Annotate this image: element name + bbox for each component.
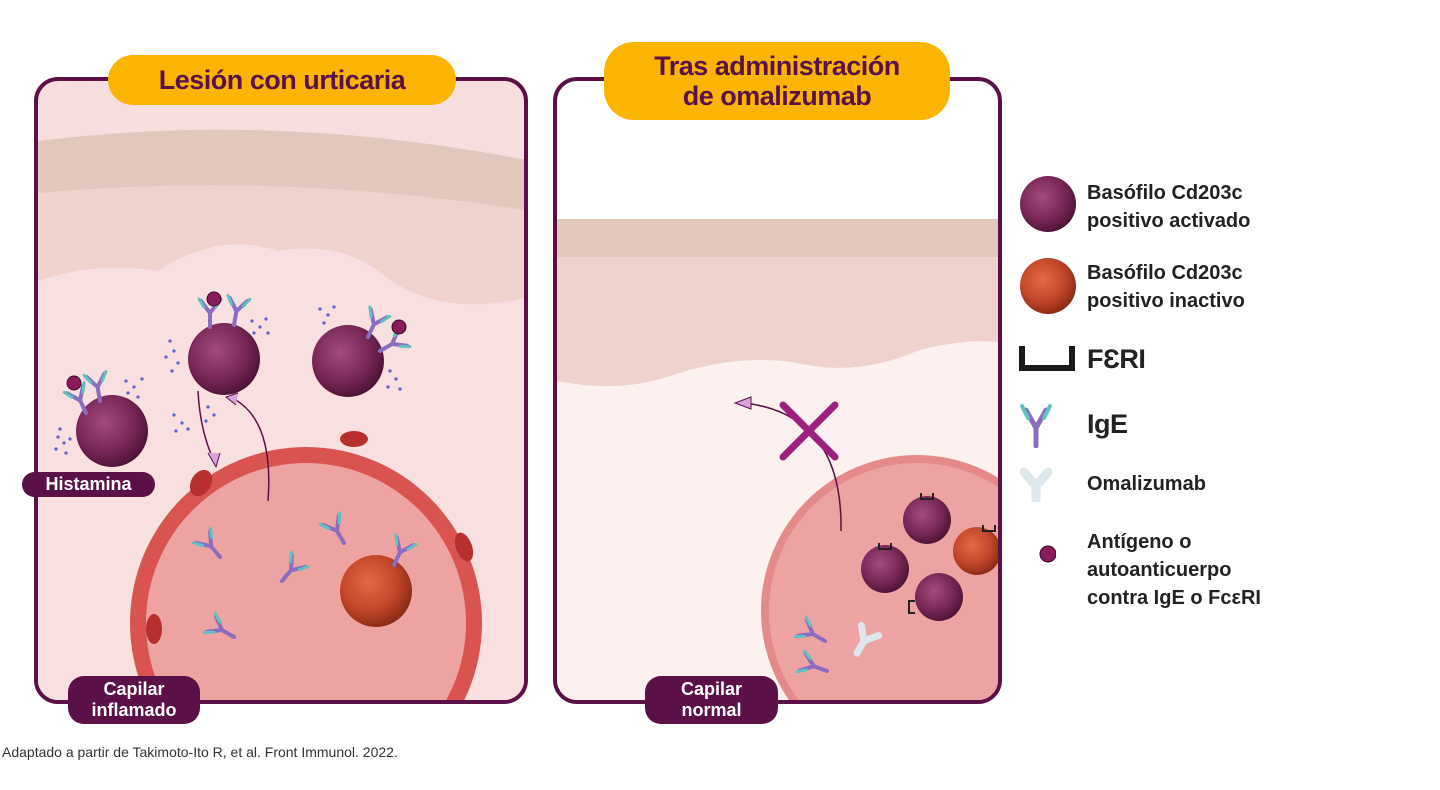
omalizumab-illustration bbox=[557, 219, 998, 700]
legend-item-ige: IgE bbox=[1016, 402, 1416, 448]
arrow-out bbox=[233, 398, 270, 502]
legend-label: Basófilo Cd203c positivo inactivo bbox=[1087, 262, 1245, 312]
legend-label: Basófilo Cd203c positivo activado bbox=[1087, 182, 1251, 232]
antigen-dot-icon bbox=[1039, 545, 1056, 563]
source-citation: Adaptado a partir de Takimoto-Ito R, et … bbox=[2, 744, 398, 760]
legend-item-omalizumab: Omalizumab bbox=[1016, 466, 1416, 502]
omalizumab-antibody bbox=[853, 621, 883, 657]
legend-label: FƐRI bbox=[1087, 344, 1146, 374]
normal-capillary-label: Capilar normal bbox=[645, 676, 778, 724]
legend-label: Antígeno o autoanticuerpo contra IgE o F… bbox=[1087, 531, 1261, 609]
blocked-cross bbox=[779, 401, 839, 461]
omalizumab-icon bbox=[1019, 467, 1053, 502]
inactive-basophil bbox=[340, 532, 418, 627]
legend-item-antigen: Antígeno o autoanticuerpo contra IgE o F… bbox=[1016, 528, 1416, 618]
legend-label: IgE bbox=[1087, 409, 1128, 439]
ige-antibody-icon bbox=[1020, 404, 1052, 448]
activated-basophil bbox=[62, 369, 148, 467]
title-after-omalizumab: Tras administración de omalizumab bbox=[604, 42, 950, 120]
legend-item-activated-basophil: Basófilo Cd203c positivo activado bbox=[1016, 174, 1416, 238]
panel-after-omalizumab bbox=[553, 77, 1002, 704]
activated-basophil bbox=[188, 291, 260, 395]
histamine-dots bbox=[54, 305, 402, 455]
activated-basophil bbox=[312, 304, 412, 397]
panel-urticaria-lesion bbox=[34, 77, 528, 704]
histamine-label: Histamina bbox=[22, 472, 155, 497]
activated-basophil bbox=[861, 543, 909, 593]
fceri-receptor-icon bbox=[1019, 346, 1075, 371]
urticaria-illustration bbox=[38, 129, 524, 700]
legend-item-fceri: FƐRI bbox=[1016, 344, 1416, 376]
activated-basophil-icon bbox=[1020, 176, 1076, 232]
title-urticaria-lesion: Lesión con urticaria bbox=[108, 55, 456, 105]
activated-basophil bbox=[903, 493, 951, 544]
legend-label: Omalizumab bbox=[1087, 473, 1206, 495]
activated-basophil bbox=[908, 573, 963, 621]
inflamed-capillary-label: Capilar inflamado bbox=[68, 676, 200, 724]
inactive-basophil bbox=[953, 525, 998, 575]
legend-item-inactive-basophil: Basófilo Cd203c positivo inactivo bbox=[1016, 256, 1416, 320]
legend: Basófilo Cd203c positivo activado Basófi… bbox=[1016, 168, 1416, 628]
inactive-basophil-icon bbox=[1020, 258, 1076, 314]
